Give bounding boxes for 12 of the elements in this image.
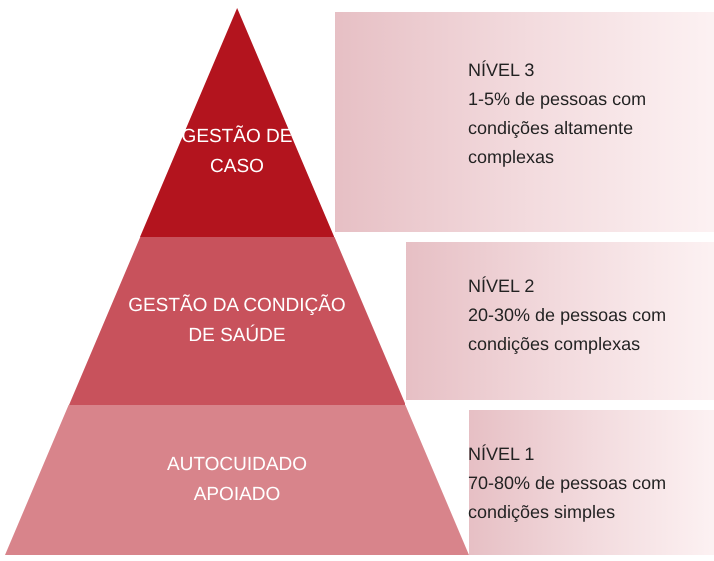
level-band <box>335 12 714 232</box>
tier-label: AUTOCUIDADO APOIADO <box>166 453 308 507</box>
level-heading: NÍVEL 3 <box>468 59 536 82</box>
level-band <box>406 242 714 400</box>
tier-label: GESTÃO DE CASO <box>180 124 294 178</box>
tier-label: GESTÃO DA CONDIÇÃO DE SAÚDE <box>127 293 347 348</box>
level-description: 20-30% de pessoas com condições complexas <box>468 304 668 356</box>
level-heading: NÍVEL 2 <box>468 275 536 298</box>
level-heading: NÍVEL 1 <box>468 443 536 466</box>
level-description: 70-80% de pessoas com condições simples <box>468 472 668 524</box>
level-band <box>469 410 714 555</box>
level-description: 1-5% de pessoas com condições altamente complexas <box>468 88 648 169</box>
